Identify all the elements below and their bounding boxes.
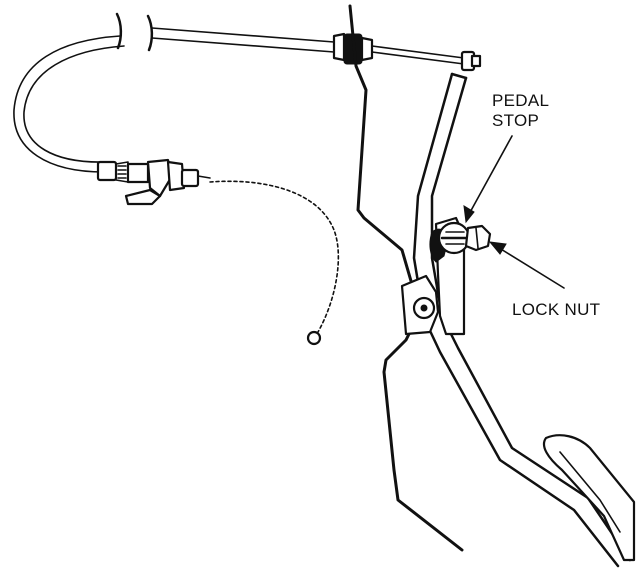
pedal-stop	[437, 221, 471, 255]
lock-nut	[464, 224, 492, 252]
throttle-cable	[13, 12, 335, 173]
pedal-pad	[542, 434, 636, 562]
cable-adjuster-fitting	[96, 158, 211, 206]
lock-nut-callout-arrow	[488, 241, 565, 289]
inner-cable-ball-end	[209, 180, 340, 346]
pedal-pivot-bracket	[400, 274, 440, 336]
pedal-stop-label-line2: STOP	[492, 111, 539, 130]
pedal-stop-callout-arrow	[463, 135, 513, 224]
pedal-stop-label-line1: PEDAL	[492, 91, 549, 110]
lock-nut-label: LOCK NUT	[512, 300, 600, 319]
